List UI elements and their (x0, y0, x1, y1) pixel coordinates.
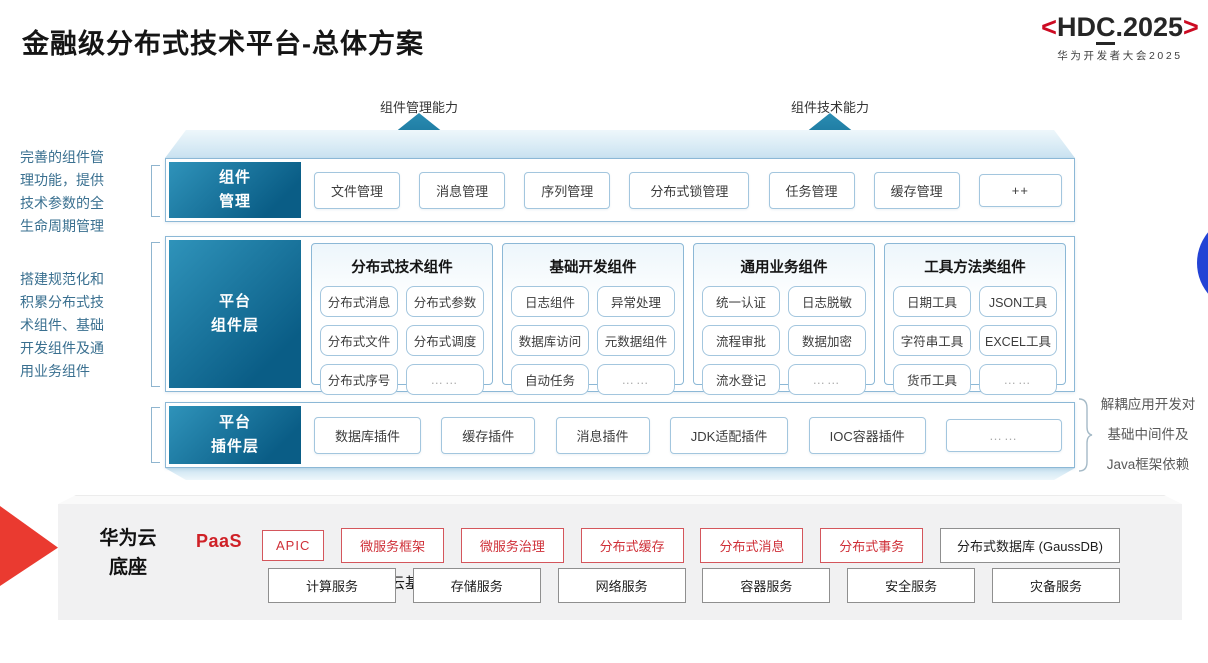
logo-hd: HD (1056, 12, 1096, 42)
plugin-items: 数据库插件 缓存插件 消息插件 JDK适配插件 IOC容器插件 …… (314, 403, 1062, 467)
left-bracket-icon (151, 407, 160, 463)
hdc-logo-text: <HDC.2025> (1032, 12, 1208, 45)
iaas-service: 灾备服务 (991, 568, 1120, 603)
cloud-base-label: 华为云 底座 (99, 528, 157, 578)
paas-service: 微服务治理 (460, 528, 564, 563)
group-item: 统一认证 (702, 286, 780, 317)
group-item: 日志脱敏 (788, 286, 866, 317)
group-grid: 统一认证 日志脱敏 流程审批 数据加密 流水登记 …… (702, 286, 866, 395)
component-item: 分布式锁管理 (629, 171, 750, 209)
annotation-decoupling: 解耦应用开发对 基础中间件及 Java框架依赖 (1100, 397, 1196, 472)
platform-slab-bottom-face (165, 468, 1075, 480)
layer-platform-components: 平台 组件层 分布式技术组件 分布式消息 分布式参数 分布式文件 分布式调度 分… (165, 236, 1075, 395)
hdc-logo: <HDC.2025> 华为开发者大会2025 (1032, 12, 1208, 63)
annotation-component-mgmt: 完善的组件管理功能，提供技术参数的全生命周期管理 (20, 149, 104, 234)
layer-label-platform-components: 平台 组件层 (169, 240, 301, 388)
layer-label-component-management: 组件 管理 (169, 162, 301, 218)
group-item: 数据加密 (788, 325, 866, 356)
iaas-service: 网络服务 (557, 568, 686, 603)
paas-service: 分布式消息 (700, 528, 804, 563)
page-title: 金融级分布式技术平台-总体方案 (22, 29, 424, 59)
logo-year: .2025 (1115, 12, 1184, 42)
group-item: 分布式文件 (320, 325, 398, 356)
left-bracket-icon (151, 165, 160, 217)
plugin-item: JDK适配插件 (669, 416, 789, 454)
group-basic-dev: 基础开发组件 日志组件 异常处理 数据库访问 元数据组件 自动任务 …… (502, 243, 684, 395)
group-item: 分布式序号 (320, 364, 398, 395)
layer-component-management: 组件 管理 文件管理 消息管理 序列管理 分布式锁管理 任务管理 缓存管理 ++ (165, 158, 1075, 222)
paas-services-row: APIC 微服务框架 微服务治理 分布式缓存 分布式消息 分布式事务 分布式数据… (262, 528, 1120, 563)
group-item: 数据库访问 (511, 325, 589, 356)
group-title: 基础开发组件 (549, 260, 637, 276)
group-item: 日志组件 (511, 286, 589, 317)
group-item: 异常处理 (597, 286, 675, 317)
component-item-plus: ++ (978, 173, 1062, 207)
paas-service: APIC (262, 530, 325, 561)
component-management-items: 文件管理 消息管理 序列管理 分布式锁管理 任务管理 缓存管理 ++ (314, 159, 1062, 221)
paas-service: 分布式事务 (820, 528, 924, 563)
iaas-service: 安全服务 (847, 568, 976, 603)
group-item-more: …… (597, 364, 675, 395)
group-grid: 日志组件 异常处理 数据库访问 元数据组件 自动任务 …… (511, 286, 675, 395)
plugin-item-more: …… (945, 418, 1062, 452)
group-title: 通用业务组件 (740, 260, 828, 276)
platform-slab-top-face (165, 130, 1075, 158)
blue-circle-decoration (1197, 215, 1208, 311)
logo-right-bracket: > (1183, 12, 1199, 42)
plugin-item: 数据库插件 (314, 416, 422, 454)
component-groups: 分布式技术组件 分布式消息 分布式参数 分布式文件 分布式调度 分布式序号 ……… (311, 243, 1066, 395)
group-item: 分布式参数 (406, 286, 484, 317)
group-item-more: …… (979, 364, 1057, 395)
component-item: 文件管理 (314, 171, 401, 209)
paas-service-gaussdb: 分布式数据库 (GaussDB) (940, 528, 1120, 563)
group-item: 元数据组件 (597, 325, 675, 356)
group-item: 分布式消息 (320, 286, 398, 317)
plugin-item: 消息插件 (555, 416, 650, 454)
group-item: 货币工具 (893, 364, 971, 395)
logo-c-underlined: C (1095, 12, 1116, 45)
iaas-services-row: 计算服务 存储服务 网络服务 容器服务 安全服务 灾备服务 (268, 568, 1120, 603)
component-item: 缓存管理 (873, 171, 960, 209)
logo-left-bracket: < (1041, 12, 1057, 42)
arrow-label-management: 组件管理能力 (379, 100, 458, 115)
group-common-business: 通用业务组件 统一认证 日志脱敏 流程审批 数据加密 流水登记 …… (693, 243, 875, 395)
hdc-logo-subtitle: 华为开发者大会2025 (1057, 50, 1183, 62)
group-grid: 日期工具 JSON工具 字符串工具 EXCEL工具 货币工具 …… (893, 286, 1057, 395)
group-item: 流程审批 (702, 325, 780, 356)
red-wedge-icon (0, 506, 58, 586)
plugin-item: 缓存插件 (441, 416, 536, 454)
group-title: 工具方法类组件 (924, 260, 1026, 276)
group-item: 字符串工具 (893, 325, 971, 356)
group-item: JSON工具 (979, 286, 1057, 317)
group-title: 分布式技术组件 (351, 260, 453, 276)
plugin-item: IOC容器插件 (808, 416, 926, 454)
group-grid: 分布式消息 分布式参数 分布式文件 分布式调度 分布式序号 …… (320, 286, 484, 395)
layer-label-platform-plugins: 平台 插件层 (169, 406, 301, 464)
paas-service: 分布式缓存 (580, 528, 684, 563)
layer-platform-plugins: 平台 插件层 数据库插件 缓存插件 消息插件 JDK适配插件 IOC容器插件 …… (165, 402, 1075, 468)
cloud-slab-top-face (58, 495, 1182, 504)
iaas-service: 容器服务 (702, 568, 831, 603)
component-item: 序列管理 (524, 171, 611, 209)
annotation-platform-components: 搭建规范化和积累分布式技术组件、基础开发组件及通用业务组件 (20, 271, 104, 379)
group-utility-tools: 工具方法类组件 日期工具 JSON工具 字符串工具 EXCEL工具 货币工具 …… (884, 243, 1066, 395)
paas-label: PaaS (196, 531, 243, 551)
arrow-label-technical: 组件技术能力 (790, 100, 869, 115)
group-item: 自动任务 (511, 364, 589, 395)
group-item-more: …… (406, 364, 484, 395)
left-bracket-icon (151, 242, 160, 387)
group-item: EXCEL工具 (979, 325, 1057, 356)
group-item: 分布式调度 (406, 325, 484, 356)
right-brace-icon (1078, 398, 1093, 472)
component-item: 消息管理 (419, 171, 506, 209)
group-item: 流水登记 (702, 364, 780, 395)
component-item: 任务管理 (768, 171, 855, 209)
group-item-more: …… (788, 364, 866, 395)
iaas-service: 存储服务 (412, 568, 541, 603)
group-item: 日期工具 (893, 286, 971, 317)
group-distributed-tech: 分布式技术组件 分布式消息 分布式参数 分布式文件 分布式调度 分布式序号 …… (311, 243, 493, 395)
paas-service: 微服务框架 (341, 528, 445, 563)
iaas-service: 计算服务 (268, 568, 396, 603)
